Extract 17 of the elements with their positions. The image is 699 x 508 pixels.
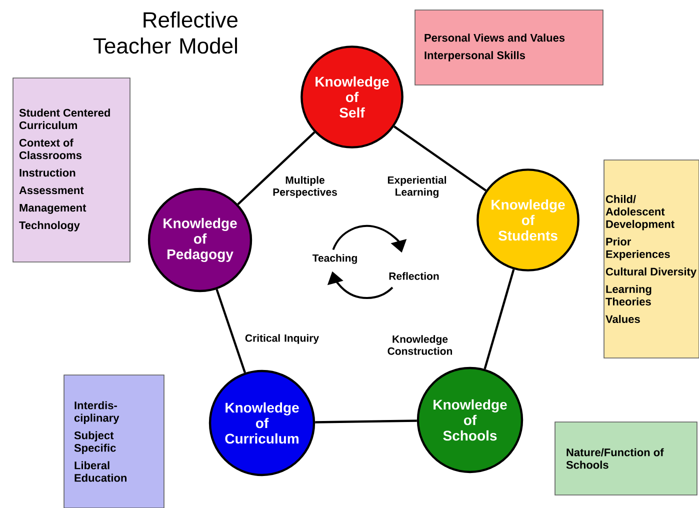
topic-box: Interdis- ciplinary Subject Specific Liberal Education <box>64 374 164 508</box>
connector-line <box>315 420 417 424</box>
topic-box: Personal Views and Values Interpersonal Skills <box>414 10 604 86</box>
edge-label: Critical Inquiry <box>245 334 319 344</box>
connector-line <box>216 288 246 374</box>
connector-line <box>484 269 515 370</box>
connector-line <box>394 126 486 192</box>
title: Reflective Teacher Model <box>93 12 238 54</box>
edge-label: Multiple Perspectives <box>273 176 337 198</box>
cycle-label: Teaching <box>312 254 357 264</box>
edge-label: Knowledge Construction <box>388 335 452 355</box>
topic-box: Child/ Adolescent Development Prior Experiences Cultural Diversity Learning Theories Values <box>604 160 699 358</box>
cycle-label: Reflection <box>389 272 439 280</box>
connector-line <box>237 131 316 206</box>
topic-box: Nature/Function of Schools <box>554 422 698 496</box>
edge-label: Experiential Learning <box>388 176 446 198</box>
topic-box: Student Centered Curriculum Context of Classrooms Instruction Assessment Management Technology <box>12 78 130 262</box>
